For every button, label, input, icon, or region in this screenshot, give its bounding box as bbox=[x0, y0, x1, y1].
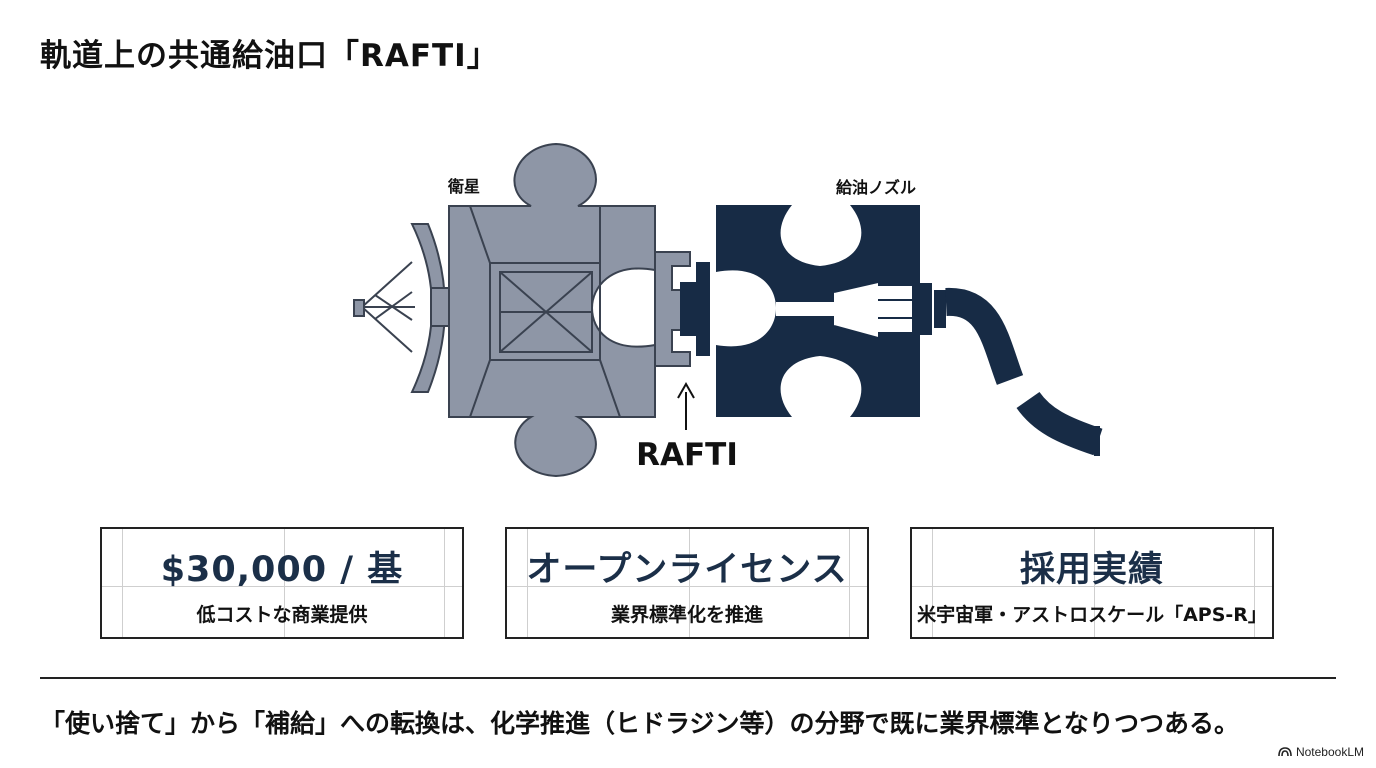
interface-label: RAFTI bbox=[636, 437, 738, 473]
card-title: $30,000 / 基 bbox=[160, 550, 404, 590]
rafti-diagram: 衛星 給油ノズル RAFTI bbox=[353, 142, 1103, 478]
satellite-dish bbox=[353, 223, 452, 393]
rafti-arrow bbox=[677, 381, 695, 430]
brand-watermark: NotebookLM bbox=[1278, 745, 1364, 759]
satellite-label: 衛星 bbox=[447, 177, 480, 196]
nozzle-port bbox=[696, 262, 710, 356]
card-subtitle: 低コストな商業提供 bbox=[196, 604, 368, 626]
card-subtitle: 米宇宙軍・アストロスケール「APS-R」 bbox=[917, 604, 1267, 626]
page-title: 軌道上の共通給油口「RAFTI」 bbox=[40, 38, 499, 74]
divider bbox=[40, 677, 1336, 679]
brand-name: NotebookLM bbox=[1295, 745, 1364, 759]
fuel-hose bbox=[920, 283, 1103, 456]
card-title: 採用実績 bbox=[1019, 550, 1164, 590]
nozzle-label: 給油ノズル bbox=[836, 178, 916, 197]
info-card-adoption: 採用実績 米宇宙軍・アストロスケール「APS-R」 bbox=[910, 527, 1274, 639]
satellite-body-lines bbox=[469, 205, 621, 418]
nozzle-channel bbox=[776, 282, 912, 338]
summary-text: 「使い捨て」から「補給」への転換は、化学推進（ヒドラジン等）の分野で既に業界標準… bbox=[40, 709, 1240, 738]
info-card-price: $30,000 / 基 低コストな商業提供 bbox=[100, 527, 464, 639]
card-subtitle: 業界標準化を推進 bbox=[610, 604, 763, 626]
info-card-license: オープンライセンス 業界標準化を推進 bbox=[505, 527, 869, 639]
card-title: オープンライセンス bbox=[526, 550, 848, 590]
notebooklm-logo-icon bbox=[1278, 747, 1292, 757]
